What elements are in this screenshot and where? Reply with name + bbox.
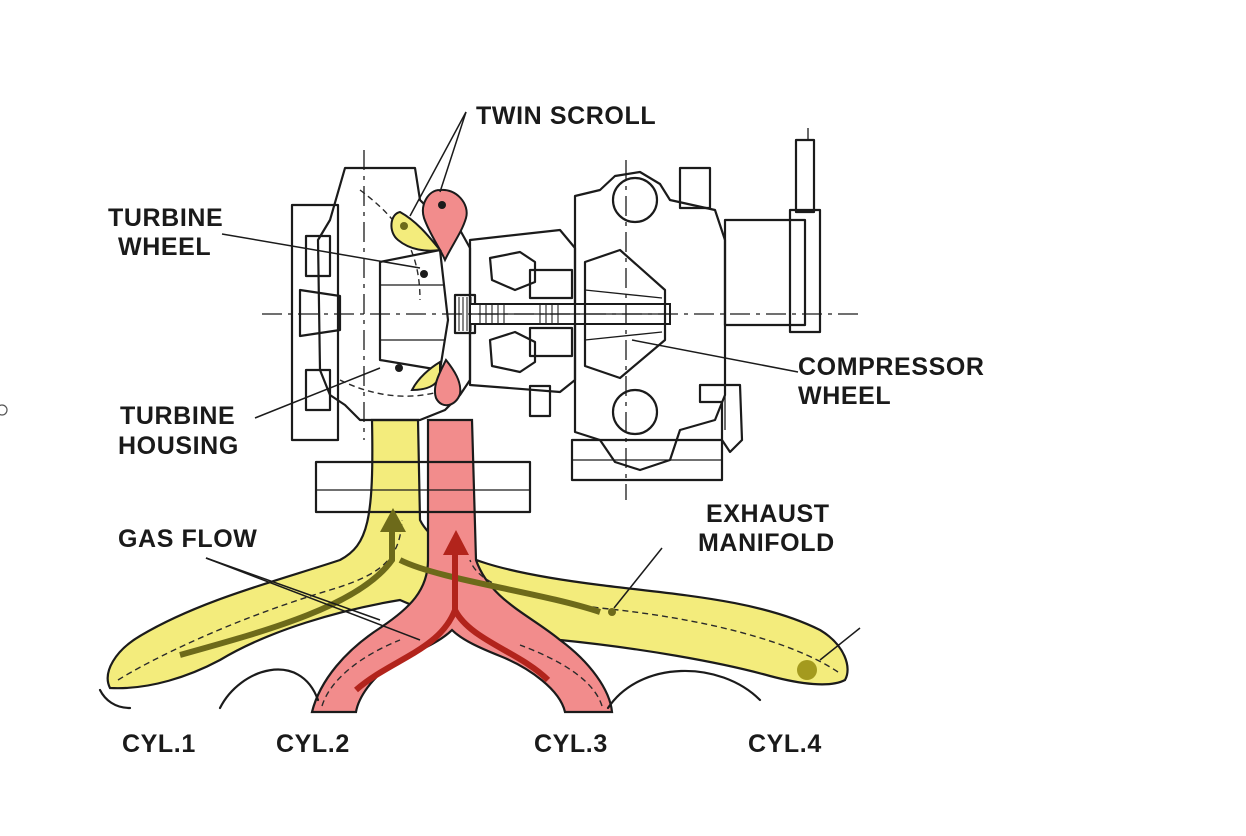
twin-scroll-volutes	[390, 188, 468, 407]
manifold-leader-dot	[608, 608, 616, 616]
scroll-red-lower	[434, 358, 462, 407]
scroll-red-upper	[422, 188, 468, 263]
label-cyl3: CYL.3	[534, 730, 608, 758]
edge-ring-icon	[0, 404, 8, 416]
compressor-housing	[570, 138, 822, 482]
center-housing	[453, 228, 671, 418]
label-cyl1: CYL.1	[122, 730, 196, 758]
label-turbine-housing-line2: HOUSING	[118, 432, 239, 460]
label-twin-scroll: TWIN SCROLL	[476, 102, 656, 130]
labels: TWIN SCROLL TURBINE WHEEL TURBINE HOUSIN…	[108, 102, 985, 758]
flow-arrow-cyl2	[354, 608, 458, 693]
label-compressor-wheel-line1: COMPRESSOR	[798, 353, 985, 381]
exhaust-port-dot	[797, 660, 817, 680]
label-cyl4: CYL.4	[748, 730, 822, 758]
exhaust-manifold	[98, 418, 849, 714]
leader-lines	[205, 111, 861, 661]
centerlines	[262, 128, 860, 500]
gas-flow-arrows	[179, 508, 817, 693]
label-turbine-wheel-line2: WHEEL	[118, 233, 211, 261]
label-turbine-housing-line1: TURBINE	[120, 402, 235, 430]
flow-arrow-cyl4	[398, 557, 601, 615]
label-compressor-wheel-line2: WHEEL	[798, 382, 891, 410]
manifold-red-passage	[310, 418, 614, 714]
label-turbine-wheel-line1: TURBINE	[108, 204, 223, 232]
label-exhaust-manifold-line2: MANIFOLD	[698, 529, 835, 557]
flow-arrow-head-yellow	[380, 508, 406, 532]
label-exhaust-manifold-line1: EXHAUST	[706, 500, 830, 528]
label-gas-flow: GAS FLOW	[118, 525, 258, 553]
label-cyl2: CYL.2	[276, 730, 350, 758]
flow-arrow-cyl1	[179, 528, 395, 658]
flow-arrow-cyl3	[452, 550, 551, 683]
scroll-yellow-upper	[390, 210, 442, 252]
flow-arrow-head-red	[443, 530, 469, 555]
